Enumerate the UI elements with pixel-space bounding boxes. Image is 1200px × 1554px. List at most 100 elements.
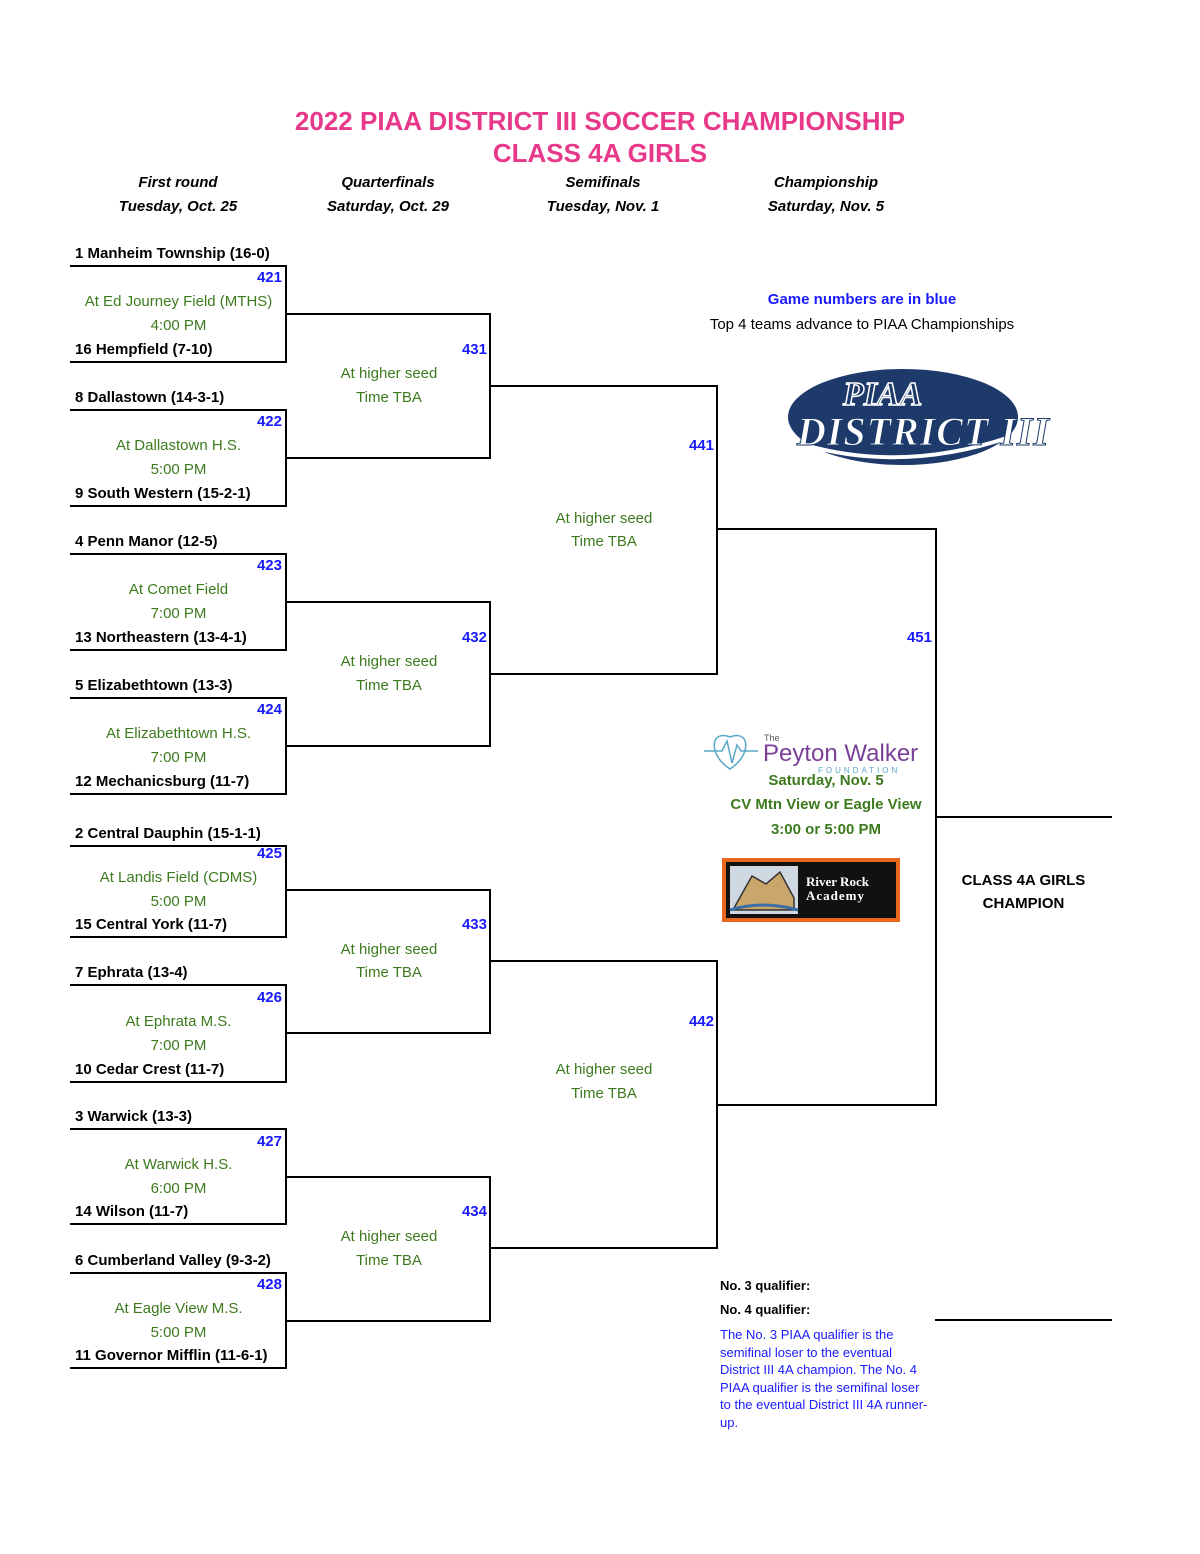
peyton-walker-logo: The Peyton Walker FOUNDATION — [700, 723, 925, 779]
game-number-451: 451 — [906, 629, 932, 646]
venue-434: At higher seed — [340, 1228, 438, 1245]
bracket-line — [70, 984, 287, 986]
page-subtitle: CLASS 4A GIRLS — [492, 138, 708, 168]
time-423: 7:00 PM — [150, 605, 207, 622]
bracket-line — [70, 793, 287, 795]
championship-date: Saturday, Nov. 5 — [768, 772, 884, 789]
bracket-line — [70, 409, 287, 411]
bracket-line — [70, 697, 287, 699]
venue-423: At Comet Field — [128, 581, 229, 598]
qualifier-3-label: No. 3 qualifier: — [720, 1278, 811, 1293]
round-date: Tuesday, Oct. 25 — [118, 198, 238, 215]
game-number-422: 422 — [256, 413, 282, 430]
bracket-line — [70, 845, 287, 847]
round-header-semifinals: Semifinals Tuesday, Nov. 1 — [483, 171, 723, 219]
game-number-431: 431 — [461, 341, 487, 358]
river-rock-logo-line2: Academy — [806, 888, 865, 903]
team-seed-9: 9 South Western (15-2-1) — [75, 485, 251, 502]
game-number-433: 433 — [461, 916, 487, 933]
bracket-line — [285, 745, 491, 747]
river-rock-academy-logo: River Rock Academy — [722, 858, 900, 922]
team-seed-2: 2 Central Dauphin (15-1-1) — [75, 825, 261, 842]
explanation-line: to the eventual District III 4A runner- — [720, 1397, 928, 1413]
team-seed-12: 12 Mechanicsburg (11-7) — [75, 773, 250, 790]
team-seed-11: 11 Governor Mifflin (11-6-1) — [75, 1347, 268, 1364]
team-seed-1: 1 Manheim Township (16-0) — [75, 245, 270, 262]
district-logo-text: DISTRICT III — [796, 409, 1050, 454]
bracket-line — [285, 601, 491, 603]
bracket-line — [285, 313, 491, 315]
venue-427: At Warwick H.S. — [124, 1156, 233, 1173]
bracket-line — [489, 673, 718, 675]
champion-label: CLASS 4A GIRLS CHAMPION — [935, 869, 1112, 915]
team-seed-13: 13 Northeastern (13-4-1) — [75, 629, 247, 646]
venue-422: At Dallastown H.S. — [115, 437, 242, 454]
river-rock-logo-graphic: River Rock Academy — [722, 858, 900, 922]
round-name: Semifinals — [565, 174, 641, 191]
peyton-logo-foundation: FOUNDATION — [818, 766, 900, 775]
bracket-line — [489, 1176, 491, 1322]
game-number-425: 425 — [256, 845, 282, 862]
bracket-line — [70, 361, 287, 363]
game-number-426: 426 — [256, 989, 282, 1006]
time-425: 5:00 PM — [150, 893, 207, 910]
championship-venue: CV Mtn View or Eagle View — [730, 796, 922, 813]
piaa-logo-graphic: PIAA DISTRICT III — [788, 369, 1051, 465]
round-header-quarterfinals: Quarterfinals Saturday, Oct. 29 — [268, 171, 508, 219]
river-rock-logo-line1: River Rock — [806, 874, 870, 889]
bracket-line — [285, 845, 287, 938]
champion-line — [935, 816, 1112, 818]
time-441: Time TBA — [571, 533, 637, 550]
time-432: Time TBA — [356, 677, 422, 694]
game-number-427: 427 — [256, 1133, 282, 1150]
game-numbers-note: Game numbers are in blue — [767, 291, 957, 308]
time-421: 4:00 PM — [150, 317, 207, 334]
team-seed-14: 14 Wilson (11-7) — [75, 1203, 189, 1220]
team-seed-3: 3 Warwick (13-3) — [75, 1108, 192, 1125]
team-seed-5: 5 Elizabethtown (13-3) — [75, 677, 233, 694]
venue-424: At Elizabethtown H.S. — [105, 725, 252, 742]
venue-431: At higher seed — [340, 365, 438, 382]
round-name: First round — [138, 174, 218, 191]
bracket-line — [70, 265, 287, 267]
time-426: 7:00 PM — [150, 1037, 207, 1054]
round-name: Championship — [773, 174, 879, 191]
team-seed-4: 4 Penn Manor (12-5) — [75, 533, 218, 550]
time-424: 7:00 PM — [150, 749, 207, 766]
bracket-line — [489, 1247, 718, 1249]
game-number-424: 424 — [256, 701, 282, 718]
round-date: Saturday, Oct. 29 — [327, 198, 449, 215]
team-seed-8: 8 Dallastown (14-3-1) — [75, 389, 225, 406]
bracket-line — [70, 1272, 287, 1274]
time-434: Time TBA — [356, 1252, 422, 1269]
bracket-line — [70, 1367, 287, 1369]
team-seed-16: 16 Hempfield (7-10) — [75, 341, 213, 358]
bracket-line — [285, 1176, 491, 1178]
bracket-line — [70, 1128, 287, 1130]
advance-note: Top 4 teams advance to PIAA Championship… — [709, 316, 1015, 333]
game-number-423: 423 — [256, 557, 282, 574]
bracket-line — [285, 1032, 491, 1034]
bracket-line — [716, 385, 718, 675]
venue-432: At higher seed — [340, 653, 438, 670]
venue-426: At Ephrata M.S. — [125, 1013, 232, 1030]
team-seed-15: 15 Central York (11-7) — [75, 916, 228, 933]
piaa-district-logo: PIAA DISTRICT III — [785, 365, 1055, 467]
bracket-line — [70, 1081, 287, 1083]
venue-425: At Landis Field (CDMS) — [99, 869, 258, 886]
bracket-line — [70, 649, 287, 651]
peyton-logo-name: Peyton Walker — [763, 740, 918, 767]
venue-442: At higher seed — [555, 1061, 653, 1078]
bracket-line — [716, 528, 937, 530]
team-seed-7: 7 Ephrata (13-4) — [75, 964, 188, 981]
round-header-championship: Championship Saturday, Nov. 5 — [706, 171, 946, 219]
game-number-434: 434 — [461, 1203, 487, 1220]
time-427: 6:00 PM — [150, 1180, 207, 1197]
game-number-441: 441 — [688, 437, 714, 454]
round-date: Saturday, Nov. 5 — [767, 198, 885, 215]
explanation-line: PIAA qualifier is the semifinal loser — [720, 1379, 920, 1395]
peyton-logo-the: The — [764, 733, 780, 743]
bracket-line — [285, 457, 491, 459]
time-442: Time TBA — [571, 1085, 637, 1102]
qualifier-explanation: The No. 3 PIAA qualifier is the semifina… — [720, 1326, 950, 1432]
